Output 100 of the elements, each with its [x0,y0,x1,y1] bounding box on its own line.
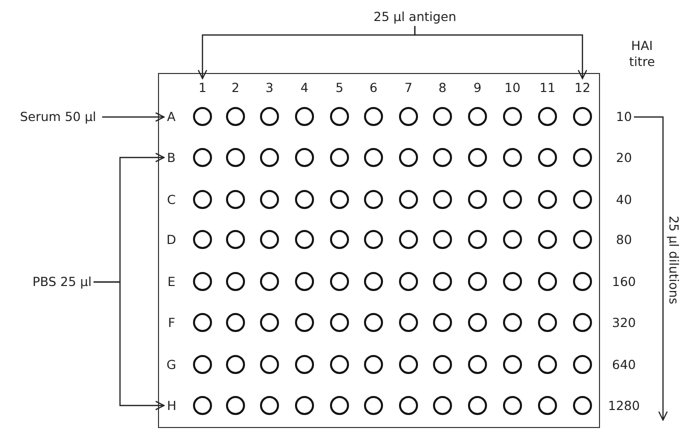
well [433,107,452,126]
well [503,272,522,291]
arrow [102,112,165,122]
column-number: 4 [300,80,308,96]
well [468,396,487,415]
well [399,272,418,291]
well [260,190,279,209]
well [295,396,314,415]
well [260,313,279,332]
dose-label: Serum 50 µl [20,109,96,125]
well [538,107,557,126]
well [193,107,212,126]
well [468,190,487,209]
well [226,355,245,374]
well [573,230,592,249]
well [573,190,592,209]
edge-label: 25 µl dilutions [664,216,681,304]
well [295,148,314,167]
well [468,148,487,167]
well [399,190,418,209]
well [193,190,212,209]
titre-value: 10 [616,109,632,125]
well [364,107,383,126]
well [260,396,279,415]
well [433,313,452,332]
well [503,313,522,332]
row-letter: F [168,314,176,330]
well [330,230,349,249]
well [295,355,314,374]
plate-outline [158,73,600,428]
column-number: 9 [474,80,482,96]
well [364,313,383,332]
well [573,396,592,415]
titre-value: 640 [612,357,636,373]
well [399,107,418,126]
column-number: 10 [504,80,520,96]
column-number: 3 [266,80,274,96]
well [573,313,592,332]
titre-value: 320 [612,315,636,331]
well [573,272,592,291]
well [295,190,314,209]
well [330,148,349,167]
well [399,396,418,415]
well [573,107,592,126]
well [260,148,279,167]
column-number: 7 [404,80,412,96]
well [503,107,522,126]
well [538,148,557,167]
well [193,148,212,167]
well [364,272,383,291]
arrow [634,116,668,421]
row-letter: G [166,356,176,372]
column-number: 5 [336,80,344,96]
well [193,313,212,332]
well [538,230,557,249]
well [295,230,314,249]
well [295,272,314,291]
well [573,355,592,374]
well [573,148,592,167]
row-letter: E [168,274,176,290]
well [193,396,212,415]
well [330,272,349,291]
well [503,396,522,415]
well [468,107,487,126]
column-number: 12 [574,80,590,96]
well [433,355,452,374]
titre-value: 20 [616,150,632,166]
dose-label: PBS 25 µl [32,274,92,290]
column-number: 1 [198,80,206,96]
well [399,355,418,374]
well [260,107,279,126]
well [226,230,245,249]
well [330,190,349,209]
column-number: 8 [438,80,446,96]
column-number: 11 [540,80,556,96]
well [433,148,452,167]
well [538,313,557,332]
well [433,396,452,415]
well [468,355,487,374]
well [364,355,383,374]
well [399,148,418,167]
column-number: 6 [370,80,378,96]
column-heading: HAI titre [628,38,656,70]
well [538,190,557,209]
well [295,313,314,332]
well [364,148,383,167]
well [433,272,452,291]
well [330,107,349,126]
well [364,396,383,415]
well [226,396,245,415]
well [433,190,452,209]
well [503,355,522,374]
well [260,272,279,291]
arrow [414,26,588,80]
titre-value: 160 [612,274,636,290]
well [193,355,212,374]
row-letter: H [167,398,176,414]
row-letter: A [167,108,176,124]
well [503,148,522,167]
titre-value: 40 [616,192,632,208]
